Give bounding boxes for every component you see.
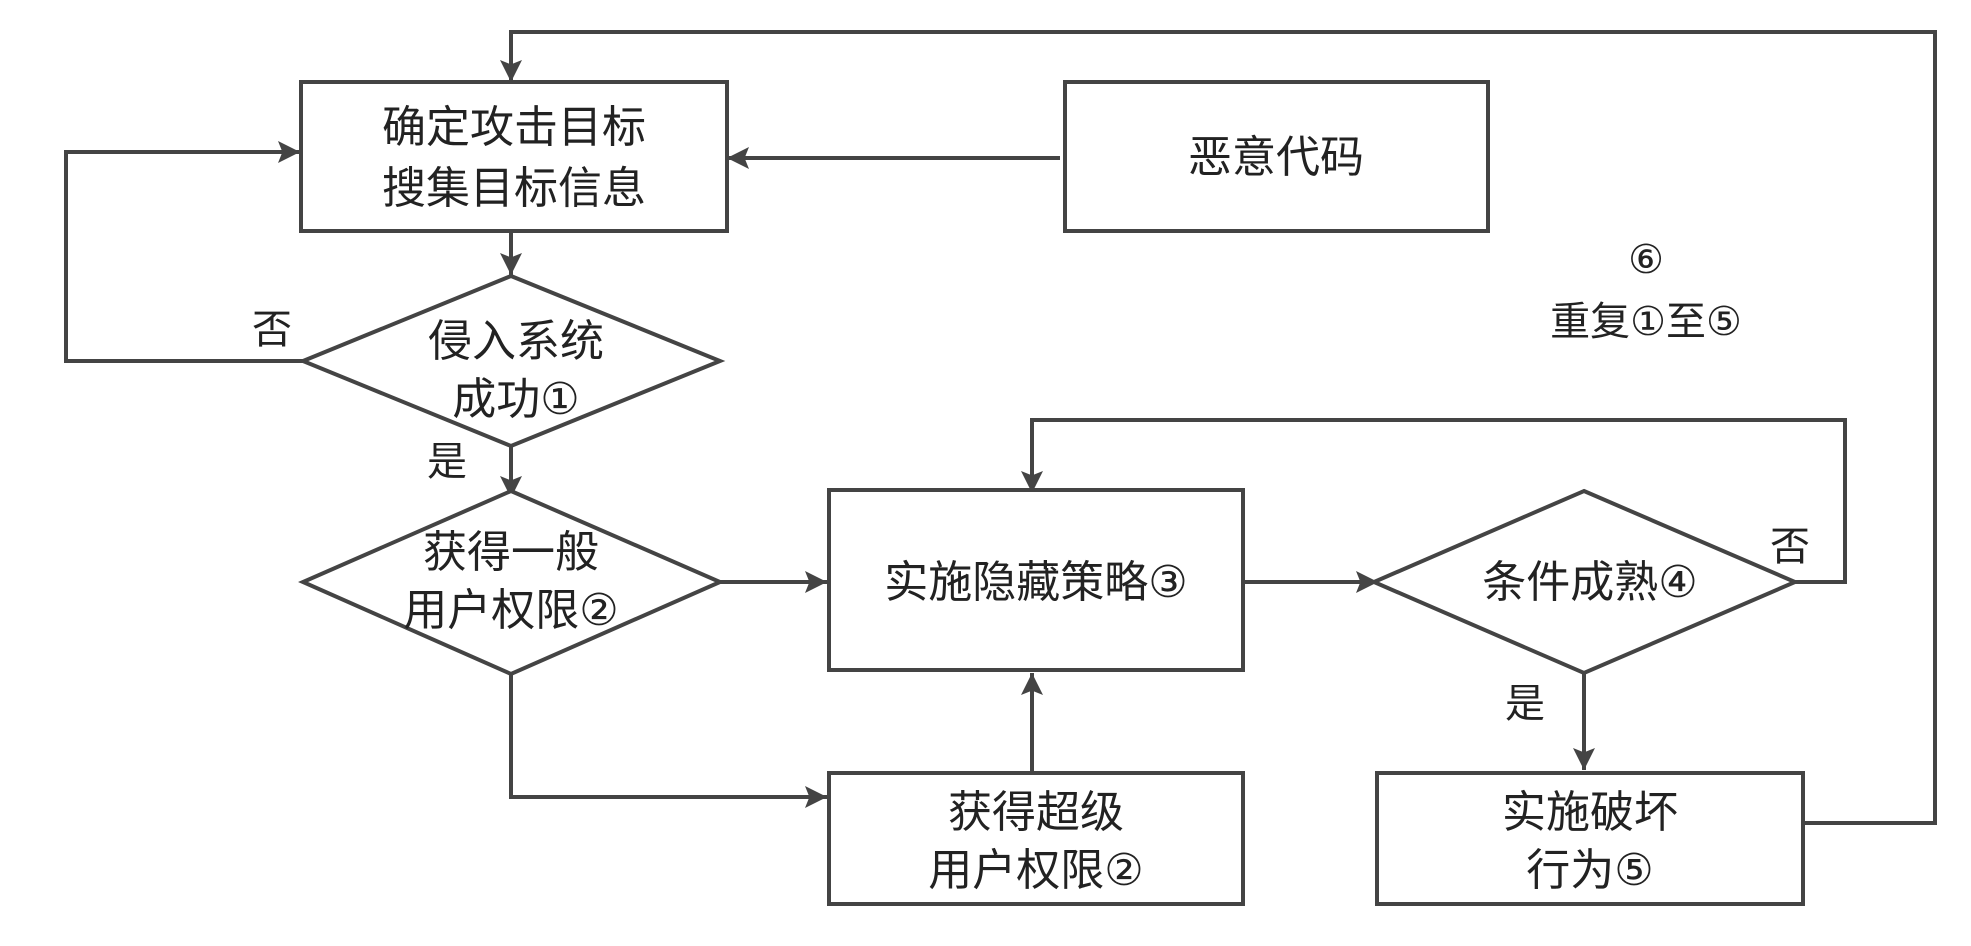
node-intrude-line-2: 成功① — [452, 374, 579, 425]
node-malware: 恶意代码 — [1063, 80, 1490, 233]
edge-intrude-no-to-target — [64, 141, 303, 363]
node-normal-priv-line-2: 用户权限② — [403, 585, 618, 636]
edge-label-ready-yes: 是 — [1505, 681, 1545, 727]
node-hide-line-1: 实施隐藏策略③ — [884, 557, 1187, 608]
node-hide: 实施隐藏策略③ — [827, 488, 1245, 672]
node-target-line-2: 搜集目标信息 — [382, 163, 646, 214]
edge-destroy-to-target — [500, 30, 1937, 825]
edge-normal-priv-to-super-priv — [509, 672, 827, 808]
node-intrude-line-1: 侵入系统 — [428, 316, 604, 367]
node-normal-priv: 获得一般 用户权限② — [298, 488, 725, 677]
node-ready: 条件成熟④ — [1368, 488, 1801, 676]
node-destroy-line-2: 行为⑤ — [1526, 845, 1653, 896]
node-target: 确定攻击目标 搜集目标信息 — [299, 80, 729, 233]
node-target-line-1: 确定攻击目标 — [382, 102, 646, 153]
node-intrude: 侵入系统 成功① — [297, 273, 726, 449]
edge-label-ready-no: 否 — [1770, 524, 1810, 570]
node-super-priv-line-2: 用户权限② — [928, 845, 1143, 896]
edge-label-intrude-yes: 是 — [427, 439, 467, 485]
node-ready-line-1: 条件成熟④ — [1482, 557, 1697, 608]
annotation-step-6: ⑥ — [1628, 237, 1664, 283]
node-normal-priv-line-1: 获得一般 — [423, 527, 599, 578]
node-destroy-line-1: 实施破坏 — [1502, 787, 1678, 838]
node-super-priv-line-1: 获得超级 — [948, 787, 1124, 838]
node-super-priv: 获得超级 用户权限② — [827, 771, 1245, 906]
annotation-repeat: 重复①至⑤ — [1550, 299, 1742, 345]
node-destroy: 实施破坏 行为⑤ — [1375, 771, 1805, 906]
edge-label-intrude-no: 否 — [252, 307, 292, 353]
edge-ready-no-to-hide — [1021, 418, 1847, 584]
node-malware-line-1: 恶意代码 — [1188, 132, 1364, 183]
edges — [64, 30, 1937, 825]
